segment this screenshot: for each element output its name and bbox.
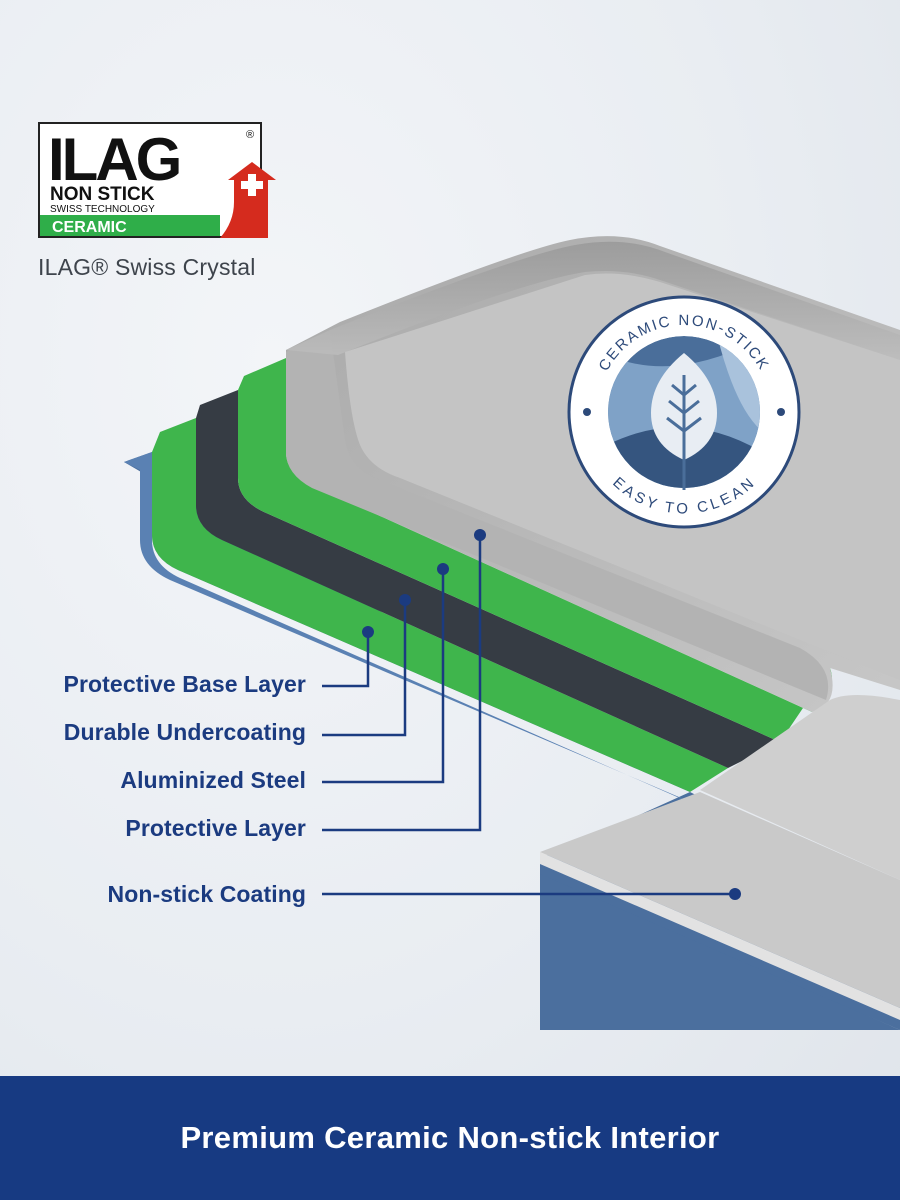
ceramic-non-stick-badge: CERAMIC NON-STICK EASY TO CLEAN <box>567 295 801 529</box>
marker-dot <box>729 888 741 900</box>
marker-dot <box>362 626 374 638</box>
leader-line-steel <box>322 569 445 784</box>
label-durable-undercoating: Durable Undercoating <box>63 719 306 745</box>
label-non-stick-coating: Non-stick Coating <box>107 881 306 907</box>
protective-layer-shape <box>238 358 832 742</box>
aluminized-steel-shape <box>196 390 780 768</box>
svg-text:SWISS TECHNOLOGY: SWISS TECHNOLOGY <box>50 204 155 215</box>
leader-line-undercoating <box>322 600 407 737</box>
leader-line-protective <box>322 535 482 832</box>
label-aluminized-steel: Aluminized Steel <box>120 767 306 793</box>
marker-dot <box>399 594 411 606</box>
svg-text:®: ® <box>246 129 254 141</box>
label-protective-layer: Protective Layer <box>125 815 306 841</box>
svg-text:ILAG: ILAG <box>48 126 179 193</box>
label-protective-base-layer: Protective Base Layer <box>63 671 306 697</box>
svg-text:CERAMIC: CERAMIC <box>52 219 127 236</box>
bottom-banner: Premium Ceramic Non-stick Interior <box>0 1076 900 1200</box>
product-line-subtitle: ILAG® Swiss Crystal <box>38 254 256 280</box>
marker-dot <box>437 563 449 575</box>
svg-text:NON STICK: NON STICK <box>50 184 155 205</box>
marker-dot <box>474 529 486 541</box>
banner-text: Premium Ceramic Non-stick Interior <box>180 1120 720 1155</box>
durable-undercoating-shape <box>152 418 728 792</box>
leader-line-base <box>322 632 370 688</box>
ilag-logo: ILAG ® NON STICK SWISS TECHNOLOGY CERAMI… <box>38 122 276 238</box>
